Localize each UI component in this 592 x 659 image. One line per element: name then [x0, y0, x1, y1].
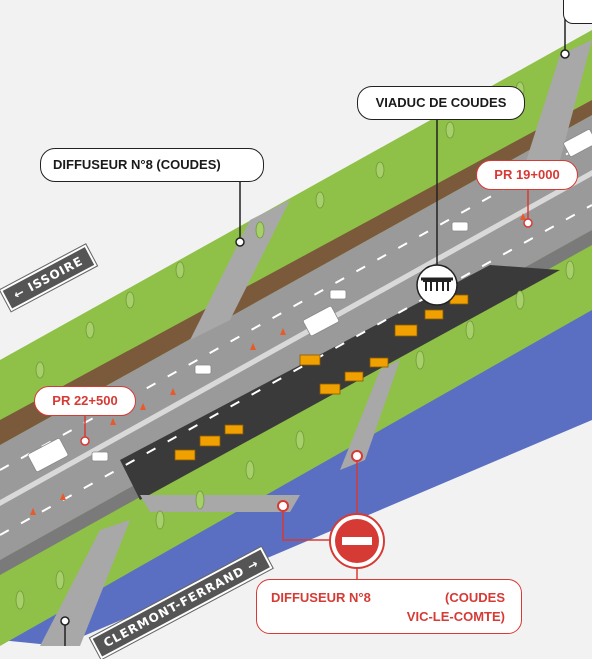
callout-viaduc-text: VIADUC DE COUDES [375, 95, 507, 110]
callout-pr-19-text: PR 19+000 [494, 167, 560, 182]
ramp-road [140, 495, 300, 512]
callout-pr-19: PR 19+000 [476, 160, 578, 190]
leader-lines [60, 11, 592, 646]
callout-diffuseur-coudes-text: DIFFUSEUR N°8 (COUDES) [53, 157, 221, 172]
median [0, 170, 592, 506]
callout-pr-22: PR 22+500 [34, 386, 136, 416]
arrow-right-icon: → [244, 556, 262, 574]
callout-diffuseur-coudes: DIFFUSEUR N°8 (COUDES) [40, 148, 264, 182]
vehicles [27, 129, 592, 472]
viaduct-pier-road [340, 360, 400, 470]
construction-machinery [174, 294, 469, 461]
no-entry-icon [329, 513, 385, 569]
interchange-road-lower [40, 520, 130, 646]
callout-viaduc: VIADUC DE COUDES [357, 86, 525, 120]
callout-top-right [563, 0, 592, 24]
traffic-cones [30, 213, 526, 515]
callout-diffuseur-vic-line2: VIC-LE-COMTE) [406, 609, 505, 624]
callout-diffuseur-vic-coudes: (COUDES [445, 590, 505, 605]
callout-diffuseur-vic: DIFFUSEUR N°8 (COUDES VIC-LE-COMTE) [256, 579, 522, 634]
bridge-icon [416, 264, 458, 306]
earth-bank [0, 100, 592, 445]
callout-diffuseur-vic-line1: DIFFUSEUR N°8 [271, 590, 371, 605]
interchange-road-far [520, 40, 592, 180]
arrow-left-icon: ← [11, 284, 28, 303]
lane-markings [0, 139, 592, 536]
interchange-road-upper [190, 200, 290, 340]
callout-pr-22-text: PR 22+500 [52, 393, 118, 408]
worksite-asphalt [120, 265, 560, 500]
